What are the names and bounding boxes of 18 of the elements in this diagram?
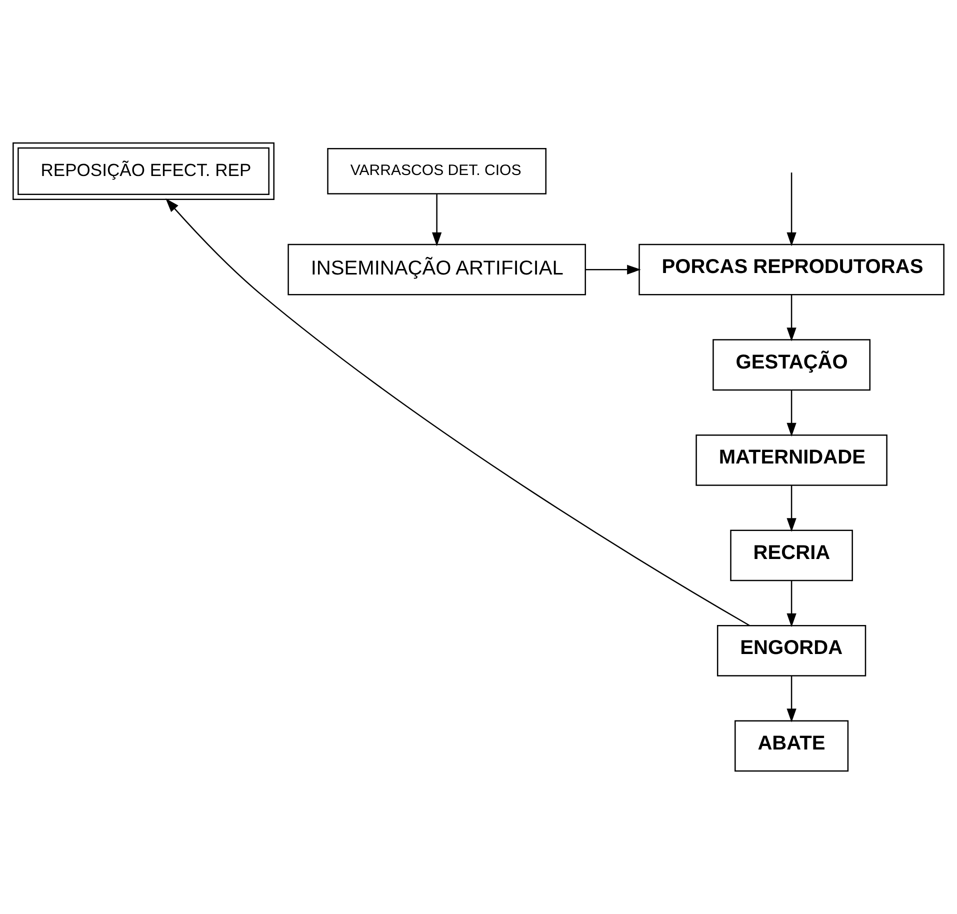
arrow: [432, 194, 442, 246]
node-box: INSEMINAÇÃO ARTIFICIAL: [288, 244, 586, 296]
arrow: [166, 198, 750, 626]
arrow: [786, 485, 796, 532]
node-box: ENGORDA: [716, 624, 866, 676]
arrow: [786, 676, 796, 722]
node-box: PORCAS REPRODUTORAS: [638, 244, 944, 296]
node-box: MATERNIDADE: [696, 434, 888, 486]
arrow: [786, 390, 796, 437]
node-box: ABATE: [734, 720, 849, 772]
node-box: RECRIA: [730, 530, 853, 582]
arrow: [786, 172, 796, 246]
arrow: [786, 580, 796, 628]
arrow: [585, 264, 641, 274]
arrow: [786, 294, 796, 342]
node-box: VARRASCOS DET. CIOS: [327, 148, 546, 194]
node-box: REPOSIÇÃO EFECT. REP: [12, 142, 274, 200]
node-box: GESTAÇÃO: [712, 339, 871, 391]
